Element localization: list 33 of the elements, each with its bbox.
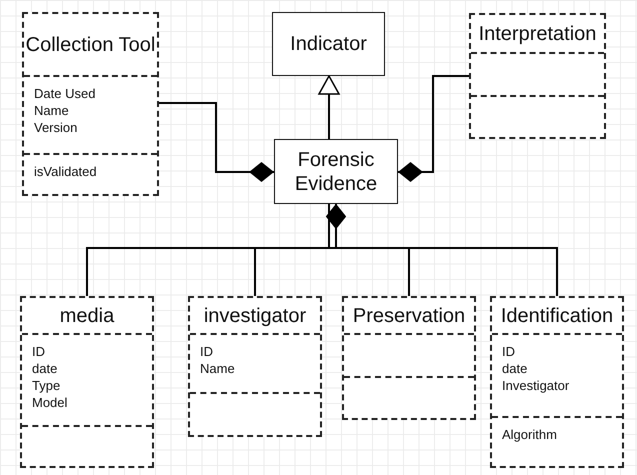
class-name: Indicator: [289, 32, 368, 56]
class-name: investigator: [204, 304, 306, 328]
operation-text: isValidated: [34, 163, 98, 180]
class-name: Preservation: [352, 304, 466, 328]
class-box: [188, 296, 322, 437]
attribute-text: Date Used: [34, 85, 96, 102]
attribute-text: Type: [32, 377, 62, 394]
attribute-text: ID: [200, 343, 214, 360]
class-name: Collection Tool: [26, 32, 156, 56]
attribute-text: date: [32, 360, 58, 377]
class-box: [342, 296, 476, 420]
attribute-text: ID: [502, 343, 516, 360]
attribute-text: Name: [200, 360, 236, 377]
attribute-text: ID: [32, 343, 46, 360]
class-name: Forensic Evidence: [294, 148, 378, 196]
class-name: media: [60, 304, 114, 328]
composition-connector: [398, 75, 469, 182]
composition-connector: [326, 204, 558, 296]
class-box: [274, 139, 398, 204]
class-name: Interpretation: [478, 22, 596, 46]
class-box: [272, 12, 385, 76]
attribute-text: Model: [32, 394, 68, 411]
composition-connector: [159, 102, 274, 182]
attribute-text: Name: [34, 102, 70, 119]
class-box: [490, 296, 624, 468]
operation-text: Algorithm: [502, 426, 558, 443]
class-box: [20, 296, 154, 468]
class-box: [469, 13, 606, 139]
class-box: [22, 12, 159, 196]
attribute-text: date: [502, 360, 528, 377]
attribute-text: Version: [34, 119, 78, 136]
attribute-text: Investigator: [502, 377, 570, 394]
class-name: Identification: [500, 304, 614, 328]
